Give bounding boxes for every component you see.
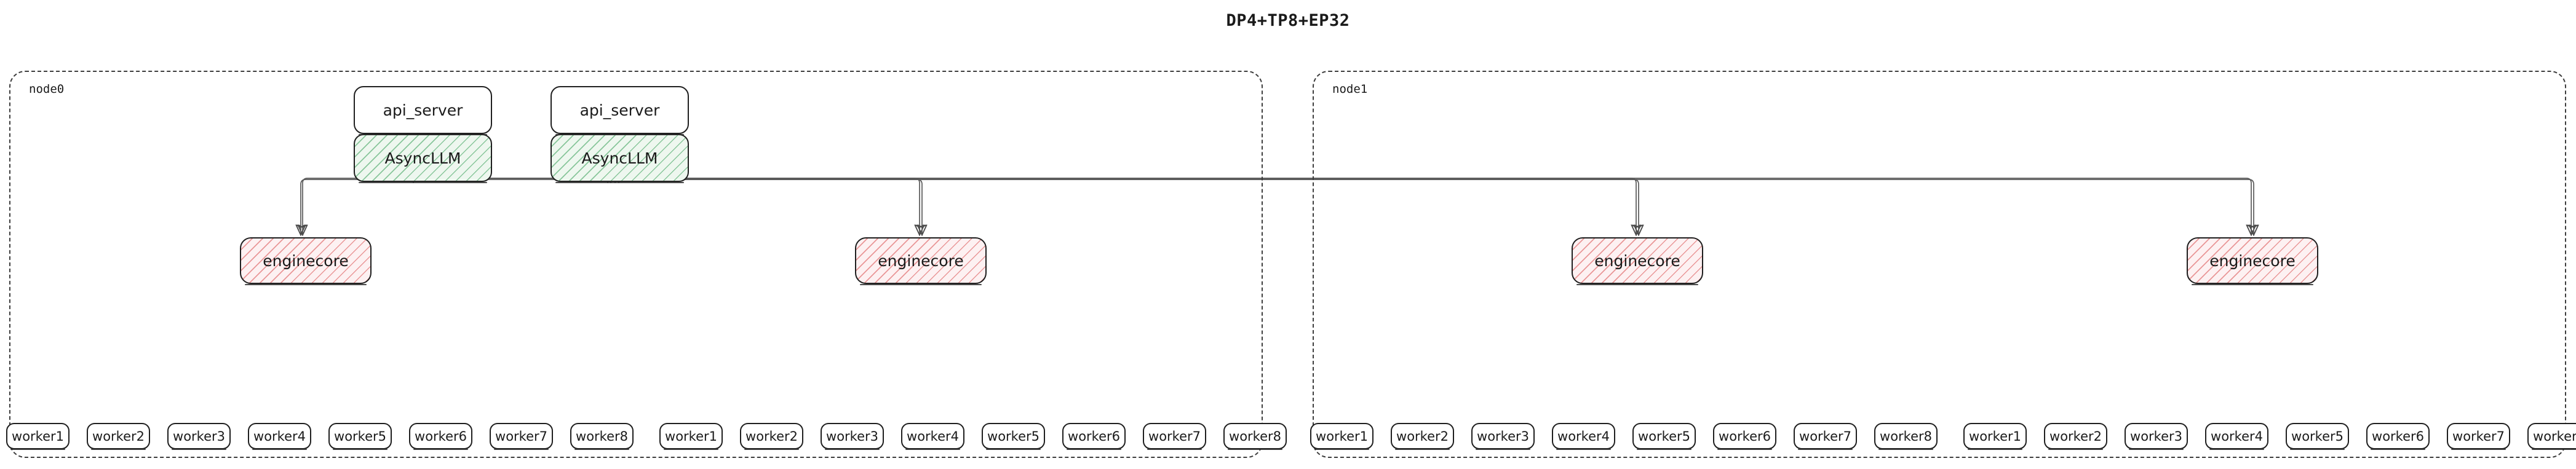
worker-box[interactable]: worker1: [659, 423, 723, 450]
worker-label: worker3: [1477, 428, 1529, 444]
enginecore-box-2[interactable]: enginecore: [1572, 237, 1703, 285]
page-title: DP4+TP8+EP32: [1226, 11, 1350, 30]
enginecore-label: enginecore: [878, 251, 964, 270]
worker-label: worker7: [2452, 428, 2505, 444]
worker-box[interactable]: worker5: [1632, 423, 1696, 450]
worker-label: worker6: [1719, 428, 1771, 444]
worker-label: worker8: [1229, 428, 1281, 444]
worker-box[interactable]: worker4: [1552, 423, 1615, 450]
cluster-label-node0: node0: [29, 82, 65, 96]
worker-label: worker1: [12, 428, 64, 444]
worker-box[interactable]: worker8: [1874, 423, 1938, 450]
worker-label: worker2: [1396, 428, 1449, 444]
worker-label: worker4: [253, 428, 306, 444]
enginecore-box-0[interactable]: enginecore: [240, 237, 372, 285]
worker-label: worker5: [334, 428, 386, 444]
worker-box[interactable]: worker6: [409, 423, 472, 450]
enginecore-label: enginecore: [1594, 251, 1680, 270]
enginecore-box-3[interactable]: enginecore: [2187, 237, 2318, 285]
cluster-node1: node1: [1313, 71, 2566, 458]
worker-box[interactable]: worker1: [1310, 423, 1373, 450]
worker-box[interactable]: worker8: [2527, 423, 2576, 450]
enginecore-label: enginecore: [2209, 251, 2296, 270]
worker-box[interactable]: worker3: [2125, 423, 2188, 450]
worker-box[interactable]: worker2: [740, 423, 803, 450]
api-server-label: api_server: [579, 101, 660, 119]
worker-box[interactable]: worker1: [6, 423, 70, 450]
worker-label: worker1: [1969, 428, 2021, 444]
worker-box[interactable]: worker3: [167, 423, 231, 450]
worker-label: worker8: [576, 428, 628, 444]
asyncllm-label: AsyncLLM: [384, 149, 461, 167]
worker-label: worker3: [173, 428, 225, 444]
worker-label: worker6: [1068, 428, 1120, 444]
worker-box[interactable]: worker4: [2205, 423, 2268, 450]
api-server-label: api_server: [383, 101, 463, 119]
worker-label: worker7: [1799, 428, 1851, 444]
worker-label: worker6: [2372, 428, 2424, 444]
worker-label: worker3: [2130, 428, 2182, 444]
worker-label: worker5: [2291, 428, 2343, 444]
worker-label: worker6: [415, 428, 467, 444]
cluster-node0: node0: [9, 71, 1263, 458]
worker-box[interactable]: worker7: [1794, 423, 1857, 450]
asyncllm-box-1[interactable]: AsyncLLM: [551, 134, 689, 183]
worker-box[interactable]: worker8: [1223, 423, 1287, 450]
worker-box[interactable]: worker8: [570, 423, 634, 450]
worker-box[interactable]: worker3: [821, 423, 884, 450]
worker-label: worker2: [2049, 428, 2102, 444]
worker-box[interactable]: worker4: [901, 423, 964, 450]
worker-label: worker1: [665, 428, 717, 444]
worker-box[interactable]: worker1: [1963, 423, 2027, 450]
worker-label: worker7: [1148, 428, 1201, 444]
enginecore-box-1[interactable]: enginecore: [855, 237, 987, 285]
asyncllm-label: AsyncLLM: [581, 149, 658, 167]
worker-label: worker8: [2533, 428, 2576, 444]
worker-box[interactable]: worker4: [248, 423, 311, 450]
worker-label: worker2: [92, 428, 145, 444]
cluster-label-node1: node1: [1332, 82, 1368, 96]
worker-label: worker4: [1557, 428, 1610, 444]
worker-label: worker5: [987, 428, 1040, 444]
enginecore-label: enginecore: [263, 251, 349, 270]
worker-box[interactable]: worker6: [1713, 423, 1776, 450]
worker-box[interactable]: worker7: [1143, 423, 1206, 450]
api-server-box-0[interactable]: api_server: [354, 86, 492, 135]
worker-label: worker2: [745, 428, 798, 444]
worker-box[interactable]: worker2: [87, 423, 150, 450]
worker-box[interactable]: worker5: [982, 423, 1045, 450]
worker-box[interactable]: worker5: [328, 423, 392, 450]
worker-box[interactable]: worker7: [2447, 423, 2510, 450]
worker-label: worker5: [1638, 428, 1690, 444]
worker-label: worker4: [2211, 428, 2263, 444]
worker-label: worker3: [826, 428, 878, 444]
worker-label: worker4: [907, 428, 959, 444]
worker-box[interactable]: worker6: [1062, 423, 1126, 450]
worker-box[interactable]: worker2: [2044, 423, 2107, 450]
worker-box[interactable]: worker3: [1471, 423, 1535, 450]
api-server-box-1[interactable]: api_server: [551, 86, 689, 135]
worker-box[interactable]: worker2: [1391, 423, 1454, 450]
worker-label: worker1: [1316, 428, 1368, 444]
worker-label: worker7: [495, 428, 547, 444]
worker-box[interactable]: worker7: [490, 423, 553, 450]
worker-box[interactable]: worker6: [2366, 423, 2430, 450]
worker-box[interactable]: worker5: [2286, 423, 2349, 450]
worker-label: worker8: [1880, 428, 1932, 444]
asyncllm-box-0[interactable]: AsyncLLM: [354, 134, 492, 183]
